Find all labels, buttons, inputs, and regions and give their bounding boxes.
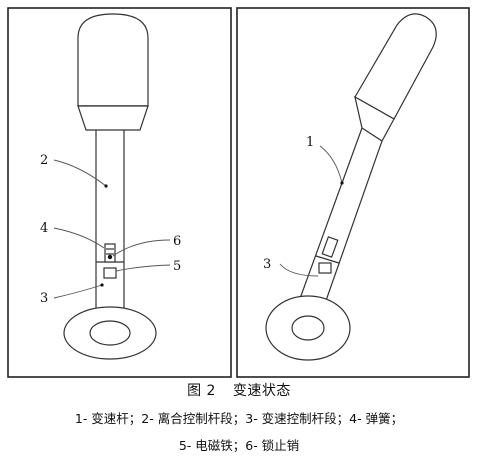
left-spring-housing: [104, 243, 116, 263]
right-lever: [265, 13, 437, 361]
right-panel-frame: [236, 7, 470, 378]
callout-3: 3: [40, 291, 48, 306]
figure-title: 变速状态: [232, 383, 291, 399]
left-electromagnet: [103, 267, 117, 279]
leader-3r: [279, 263, 319, 277]
callout-1: 1: [306, 135, 314, 150]
left-base-inner: [89, 320, 131, 346]
figure-legend-line-2: 5- 电磁铁；6- 锁止销: [178, 438, 300, 453]
left-lever: [63, 13, 157, 360]
leader-3-dot: [100, 283, 104, 287]
leader-1: [319, 145, 343, 184]
right-knob: [354, 13, 437, 120]
left-collar: [77, 105, 149, 131]
right-shaft-edge: [321, 140, 383, 313]
right-spring-housing: [321, 236, 339, 258]
callout-2: 2: [40, 153, 48, 168]
leader-4: [53, 227, 105, 249]
right-electromagnet: [318, 262, 332, 274]
callout-4: 4: [40, 221, 48, 236]
left-lock-pin: [107, 254, 113, 260]
right-panel: 1 3: [236, 7, 470, 378]
left-knob: [77, 13, 149, 107]
leader-5: [115, 264, 171, 272]
callout-5: 5: [173, 259, 181, 274]
leader-6: [112, 239, 171, 257]
figure-caption-title: 图 2 变速状态: [0, 380, 478, 400]
figure-legend-line-1: 1- 变速杆；2- 离合控制杆段；3- 变速控制杆段；4- 弹簧；: [74, 411, 404, 426]
right-shaft-edge: [297, 127, 363, 305]
callout-6: 6: [173, 234, 181, 249]
right-base-inner: [291, 315, 325, 341]
left-panel-frame: [7, 7, 232, 378]
figure-label: 图 2: [187, 383, 216, 399]
gear-lever-figure: 2 4 6 5 3: [7, 7, 470, 378]
left-base-outer: [63, 306, 157, 360]
right-base-outer: [265, 295, 351, 361]
leader-1-dot: [340, 181, 344, 185]
left-panel: 2 4 6 5 3: [7, 7, 232, 378]
leader-2-dot: [104, 184, 108, 188]
leader-3: [53, 284, 103, 299]
leader-2: [53, 159, 107, 187]
right-segment-joint: [315, 255, 340, 264]
callout-3-right: 3: [263, 257, 271, 272]
